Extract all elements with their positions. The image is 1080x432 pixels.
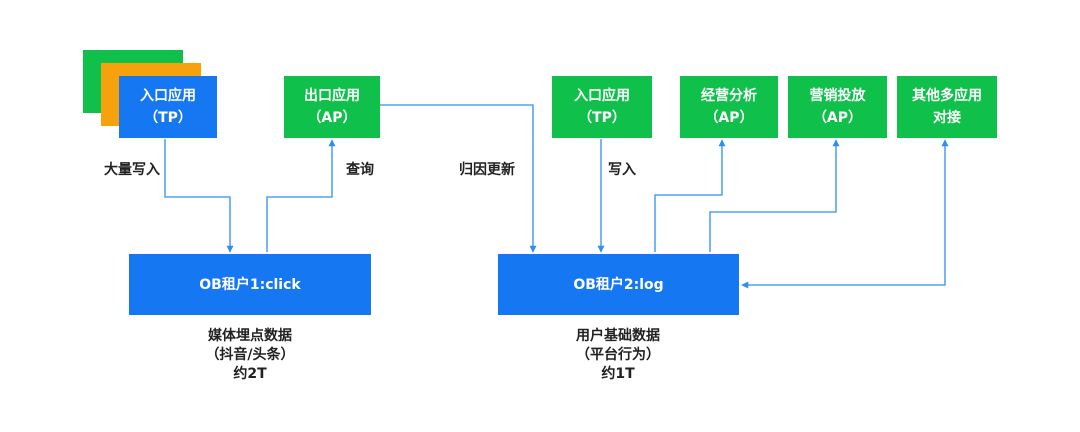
node-tenant1: OB租户1:click xyxy=(129,254,371,315)
node-ap-marketing: 营销投放 （AP） xyxy=(788,76,887,138)
edge-label-bulk-write: 大量写入 xyxy=(104,162,160,178)
edge-to-marketing xyxy=(709,139,840,252)
edge-to-business xyxy=(654,139,726,252)
node-line: （AP） xyxy=(307,110,357,126)
node-tenant2: OB租户2:log xyxy=(498,254,739,315)
caption-line: （抖音/头条） xyxy=(205,347,295,363)
edge-label-write: 写入 xyxy=(608,162,636,178)
node-line: 营销投放 xyxy=(809,88,866,104)
node-tp-entry-left: 入口应用 （TP） xyxy=(119,76,217,138)
node-line: 入口应用 xyxy=(140,88,196,104)
caption-line: 媒体埋点数据 xyxy=(208,328,292,344)
node-label: OB租户2:log xyxy=(573,276,664,293)
node-line: 入口应用 xyxy=(574,88,630,104)
node-line: 对接 xyxy=(933,110,961,126)
node-line: 其他多应用 xyxy=(912,88,982,104)
node-line: （TP） xyxy=(144,110,192,126)
edge-query xyxy=(266,139,336,252)
node-line: （AP） xyxy=(812,110,863,126)
caption-line: （平台行为） xyxy=(576,347,660,363)
node-ap-business-analysis: 经营分析 （AP） xyxy=(680,76,778,138)
caption-tenant1: 媒体埋点数据 （抖音/头条） 约2T xyxy=(190,327,310,384)
caption-tenant2: 用户基础数据 （平台行为） 约1T xyxy=(558,327,678,384)
node-tp-entry-right: 入口应用 （TP） xyxy=(552,76,652,138)
node-line: （TP） xyxy=(578,110,626,126)
node-line: （AP） xyxy=(704,110,754,126)
edge-label-query: 查询 xyxy=(346,162,374,178)
node-line: 出口应用 xyxy=(304,88,360,104)
node-line: 经营分析 xyxy=(701,88,757,104)
node-label: OB租户1:click xyxy=(199,276,301,293)
edge-attribution-update xyxy=(380,104,537,253)
node-other-apps: 其他多应用 对接 xyxy=(897,76,997,138)
caption-line: 约1T xyxy=(601,366,635,382)
node-ap-exit: 出口应用 （AP） xyxy=(284,76,380,138)
edge-bulk-write xyxy=(164,139,234,253)
caption-line: 约2T xyxy=(233,366,267,382)
edge-label-attribution-update: 归因更新 xyxy=(459,162,515,178)
edge-other-to-tenant2 xyxy=(741,139,949,289)
caption-line: 用户基础数据 xyxy=(576,328,660,344)
